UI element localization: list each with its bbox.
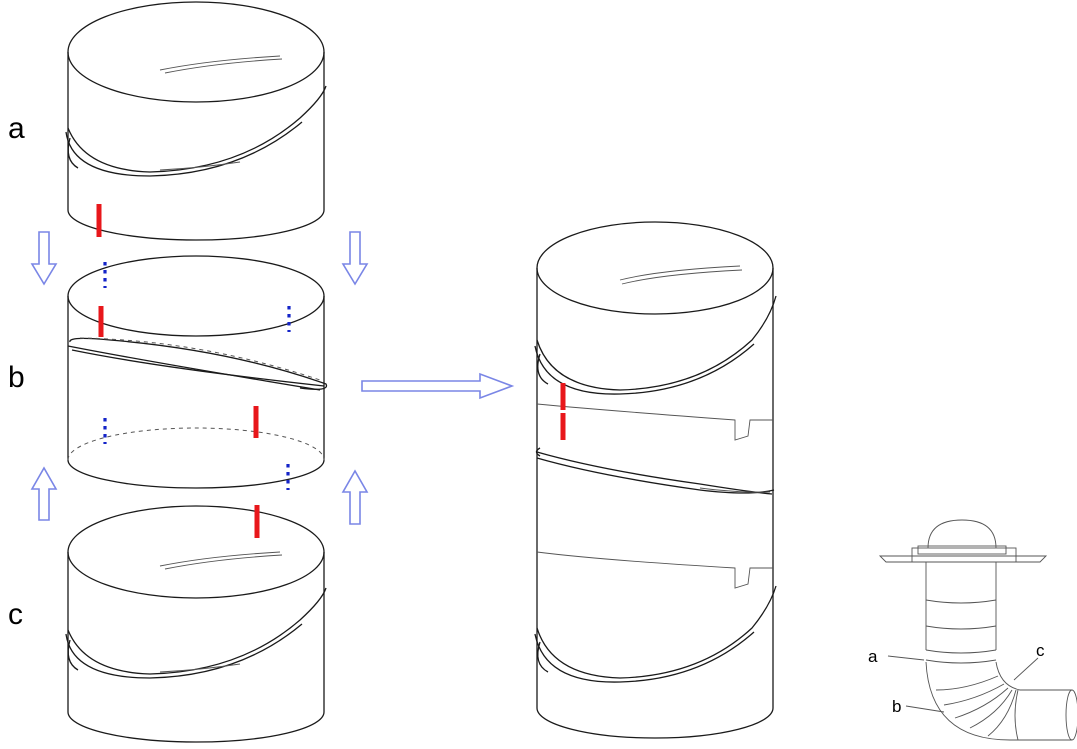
inset-label-a: a bbox=[868, 647, 878, 666]
segment-b bbox=[67, 255, 328, 490]
assembly-arrows bbox=[30, 231, 515, 525]
segment-c bbox=[65, 505, 327, 743]
label-segment-b: b bbox=[8, 361, 25, 394]
arrow-right-result bbox=[361, 372, 515, 400]
label-segment-c: c bbox=[8, 598, 23, 631]
arrow-down-left bbox=[30, 231, 58, 286]
assembled-duct bbox=[534, 221, 777, 739]
arrow-up-right bbox=[341, 469, 369, 525]
elbow-inset bbox=[878, 519, 1077, 741]
arrow-up-left bbox=[30, 466, 58, 521]
inset-label-b: b bbox=[892, 697, 901, 716]
segment-a bbox=[65, 1, 327, 241]
inset-label-c: c bbox=[1036, 641, 1045, 660]
label-segment-a: a bbox=[8, 112, 25, 145]
arrow-down-right bbox=[341, 231, 369, 286]
